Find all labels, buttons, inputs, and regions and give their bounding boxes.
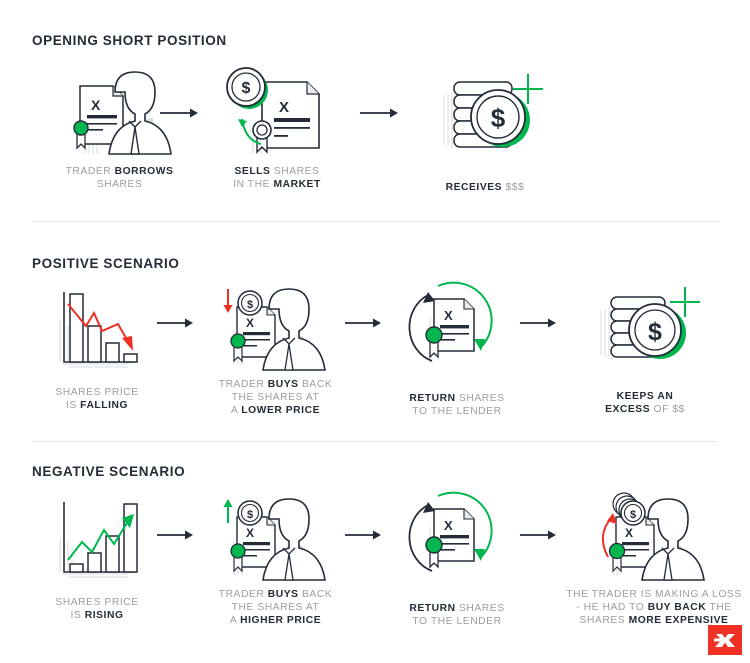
step-return-shares-negative: X RETURN SHARES TO THE LENDER	[392, 487, 522, 628]
step-caption: SHARES PRICE IS FALLING	[32, 386, 162, 412]
caption-line: THE SHARES AT	[231, 602, 320, 614]
flow-arrow	[157, 529, 195, 541]
section-title: NEGATIVE SCENARIO	[32, 464, 186, 479]
svg-text:X: X	[444, 308, 453, 323]
step-shares-price-falling: SHARES PRICE IS FALLING	[32, 282, 162, 412]
trader-with-certificate-icon: X	[55, 62, 185, 157]
caption-line: TRADER BUYS BACK	[218, 589, 333, 600]
svg-text:$: $	[246, 299, 252, 311]
caption-line: SHARES PRICE	[55, 597, 139, 608]
caption-line: SHARES MORE EXPENSIVE	[579, 615, 729, 627]
flow-arrow	[345, 529, 383, 541]
step-trader-borrows-shares: X TRADER BORROWS SHARES	[32, 62, 207, 191]
coin-stack-plus-icon: $	[420, 62, 550, 157]
svg-text:X: X	[246, 526, 254, 540]
logo-mark-icon	[714, 634, 735, 647]
step-trader-buys-back-higher: X $ TRADER BUYS BACK THE SHARES AT A HIG	[203, 487, 348, 628]
flow-arrow	[520, 317, 558, 329]
caption-line: THE SHARES AT	[231, 392, 320, 404]
caption-line: RECEIVES $$$	[445, 182, 525, 193]
caption-line: SELLS SHARES	[234, 166, 320, 177]
caption-line: THE TRADER IS MAKING A LOSS	[566, 589, 742, 600]
xtb-logo	[708, 625, 742, 655]
step-trader-buys-back-lower: X $ TRADER BUYS BACK THE SHA	[203, 277, 348, 418]
step-caption: TRADER BUYS BACK THE SHARES AT A LOWER P…	[203, 378, 348, 418]
trader-loss-coins-icon: X $	[584, 487, 724, 582]
step-caption: TRADER BUYS BACK THE SHARES AT A HIGHER …	[203, 588, 348, 628]
svg-text:$: $	[491, 103, 506, 133]
step-caption: RECEIVES $$$	[410, 181, 560, 194]
svg-text:$: $	[630, 509, 636, 521]
step-caption: SELLS SHARES IN THE MARKET	[212, 165, 342, 191]
svg-text:$: $	[648, 318, 662, 346]
caption-line: EXCESS OF $$	[605, 404, 685, 416]
caption-line: KEEPS AN	[616, 391, 674, 402]
caption-line: IS FALLING	[65, 400, 129, 412]
flow-arrow	[345, 317, 383, 329]
flow-arrow	[157, 317, 195, 329]
coin-and-certificate-icon: X $	[217, 62, 337, 157]
trader-buys-back-down-icon: X $	[211, 277, 341, 372]
svg-text:X: X	[246, 316, 254, 330]
step-sells-shares-in-the-market: X $ SELLS SHARES IN THE MARKET	[212, 62, 342, 191]
caption-line: IN THE MARKET	[233, 179, 321, 191]
falling-bar-chart-icon	[42, 282, 152, 372]
section-divider	[32, 441, 718, 442]
section-negative-scenario: NEGATIVE SCENARIO SHARES PRICE IS	[0, 442, 750, 663]
step-caption: SHARES PRICE IS RISING	[32, 596, 162, 622]
caption-line: SHARES	[96, 179, 143, 191]
caption-line: RETURN SHARES	[409, 393, 505, 404]
step-caption: TRADER BORROWS SHARES	[32, 165, 207, 191]
caption-line: TO THE LENDER	[412, 406, 502, 418]
section-divider	[32, 221, 718, 222]
section-positive-scenario: POSITIVE SCENARIO SHARES PRICE IS	[0, 222, 750, 442]
section-title: POSITIVE SCENARIO	[32, 256, 180, 271]
step-receives-cash: $ RECEIVES $$$	[410, 62, 560, 194]
trader-buys-back-up-icon: X $	[211, 487, 341, 582]
step-caption: KEEPS AN EXCESS OF $$	[575, 390, 715, 416]
section-title: OPENING SHORT POSITION	[32, 33, 227, 48]
coin-stack-plus-icon: $	[583, 277, 708, 372]
caption-line: RETURN SHARES	[409, 603, 505, 614]
svg-text:$: $	[242, 80, 251, 97]
step-caption: RETURN SHARES TO THE LENDER	[392, 602, 522, 628]
caption-line: A HIGHER PRICE	[229, 615, 322, 627]
step-return-shares-positive: X RETURN SHARES TO THE LENDER	[392, 277, 522, 418]
step-trader-making-a-loss: X $ THE	[558, 487, 750, 628]
svg-text:X: X	[279, 99, 289, 116]
svg-text:$: $	[246, 509, 252, 521]
caption-line: TRADER BUYS BACK	[218, 379, 333, 390]
section-opening-short-position: OPENING SHORT POSITION X	[0, 0, 750, 222]
step-shares-price-rising: SHARES PRICE IS RISING	[32, 492, 162, 622]
flow-arrow	[160, 107, 200, 119]
certificate-return-cycle-icon: X	[402, 277, 512, 372]
svg-text:X: X	[444, 518, 453, 533]
caption-line: SHARES PRICE	[55, 387, 139, 398]
step-caption: THE TRADER IS MAKING A LOSS - HE HAD TO …	[558, 588, 750, 628]
caption-line: TRADER BORROWS	[65, 166, 174, 177]
caption-line: IS RISING	[70, 610, 124, 622]
svg-text:X: X	[91, 97, 101, 113]
caption-line: A LOWER PRICE	[231, 405, 320, 417]
caption-line: TO THE LENDER	[412, 616, 502, 628]
step-keeps-an-excess: $ KEEPS AN EXCESS OF $$	[575, 277, 715, 416]
svg-text:X: X	[625, 526, 633, 540]
rising-bar-chart-icon	[42, 492, 152, 582]
caption-line: - HE HAD TO BUY BACK THE	[576, 602, 732, 614]
flow-arrow	[520, 529, 558, 541]
flow-arrow	[360, 107, 400, 119]
step-caption: RETURN SHARES TO THE LENDER	[392, 392, 522, 418]
certificate-return-cycle-icon: X	[402, 487, 512, 582]
